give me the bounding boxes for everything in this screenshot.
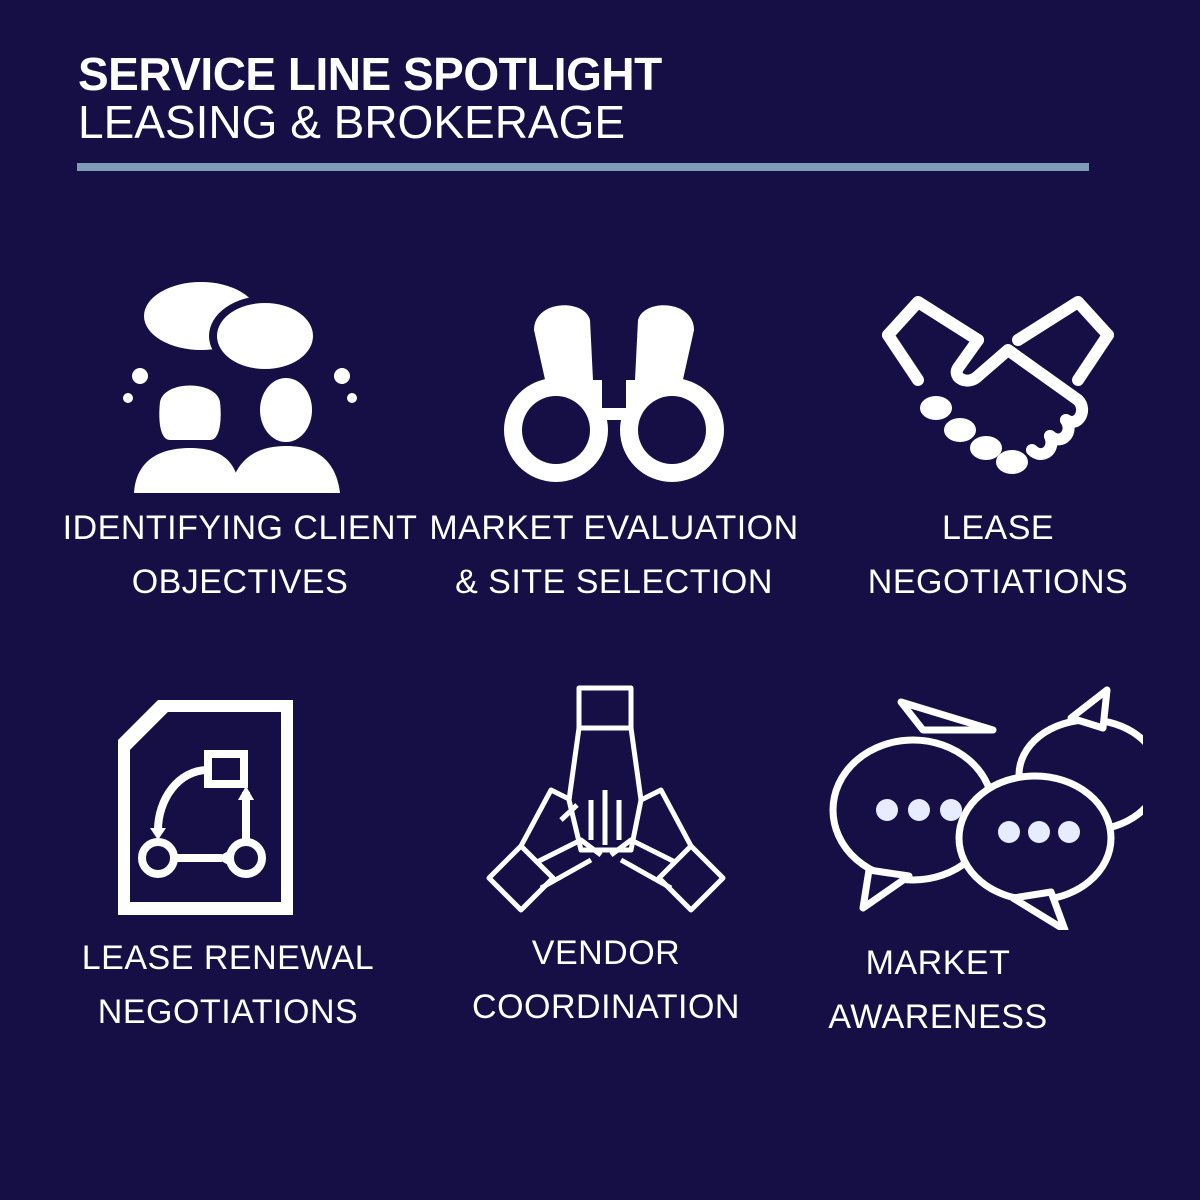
service-market-awareness: MARKET AWARENESS [778, 680, 1178, 1044]
service-identifying-client-objectives: IDENTIFYING CLIENT OBJECTIVES [40, 280, 440, 609]
stacked-hands-icon [486, 685, 726, 913]
page-subtitle: LEASING & BROKERAGE [78, 96, 626, 148]
service-label: LEASE RENEWAL NEGOTIATIONS [81, 939, 375, 1031]
service-label: VENDOR COORDINATION [472, 934, 740, 1026]
divider [77, 163, 1089, 171]
service-vendor-coordination: VENDOR COORDINATION [406, 680, 806, 1034]
service-label: LEASE NEGOTIATIONS [867, 509, 1129, 601]
service-lease-negotiations: LEASE NEGOTIATIONS [798, 280, 1198, 609]
service-market-evaluation: MARKET EVALUATION & SITE SELECTION [414, 280, 814, 609]
handshake-icon [882, 296, 1114, 474]
document-flowchart-icon [118, 700, 293, 915]
service-label: MARKET EVALUATION & SITE SELECTION [429, 509, 799, 601]
chat-bubbles-icon [829, 686, 1143, 930]
service-lease-renewal-negotiations: LEASE RENEWAL NEGOTIATIONS [28, 690, 428, 1039]
service-label: IDENTIFYING CLIENT OBJECTIVES [62, 509, 418, 601]
binoculars-icon [504, 305, 724, 482]
people-speech-bubbles-icon [123, 282, 357, 493]
service-label: MARKET AWARENESS [828, 944, 1048, 1036]
page-title: SERVICE LINE SPOTLIGHT [78, 48, 662, 100]
header: SERVICE LINE SPOTLIGHT LEASING & BROKERA… [78, 50, 662, 146]
